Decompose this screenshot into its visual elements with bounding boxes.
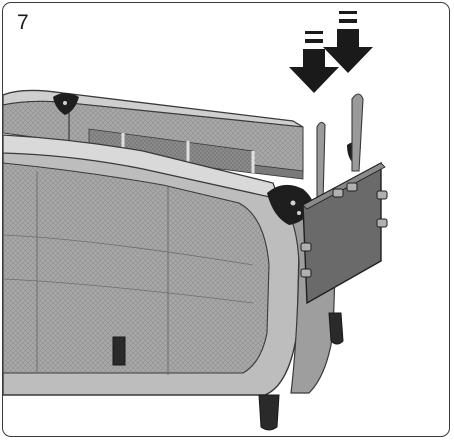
instruction-panel: 7 — [2, 2, 450, 437]
bracket-clips — [300, 182, 388, 278]
front-mesh-panel — [3, 162, 270, 374]
down-arrow-icon — [289, 31, 339, 93]
step-number: 7 — [17, 11, 29, 34]
playpen-illustration — [3, 11, 388, 431]
post-right — [351, 93, 364, 172]
leg-rear — [112, 336, 126, 366]
leg-right — [328, 312, 344, 345]
down-arrow-icon — [323, 11, 373, 73]
post-left — [316, 121, 326, 202]
corner-cap-front — [267, 184, 314, 225]
leg-front — [258, 394, 280, 431]
